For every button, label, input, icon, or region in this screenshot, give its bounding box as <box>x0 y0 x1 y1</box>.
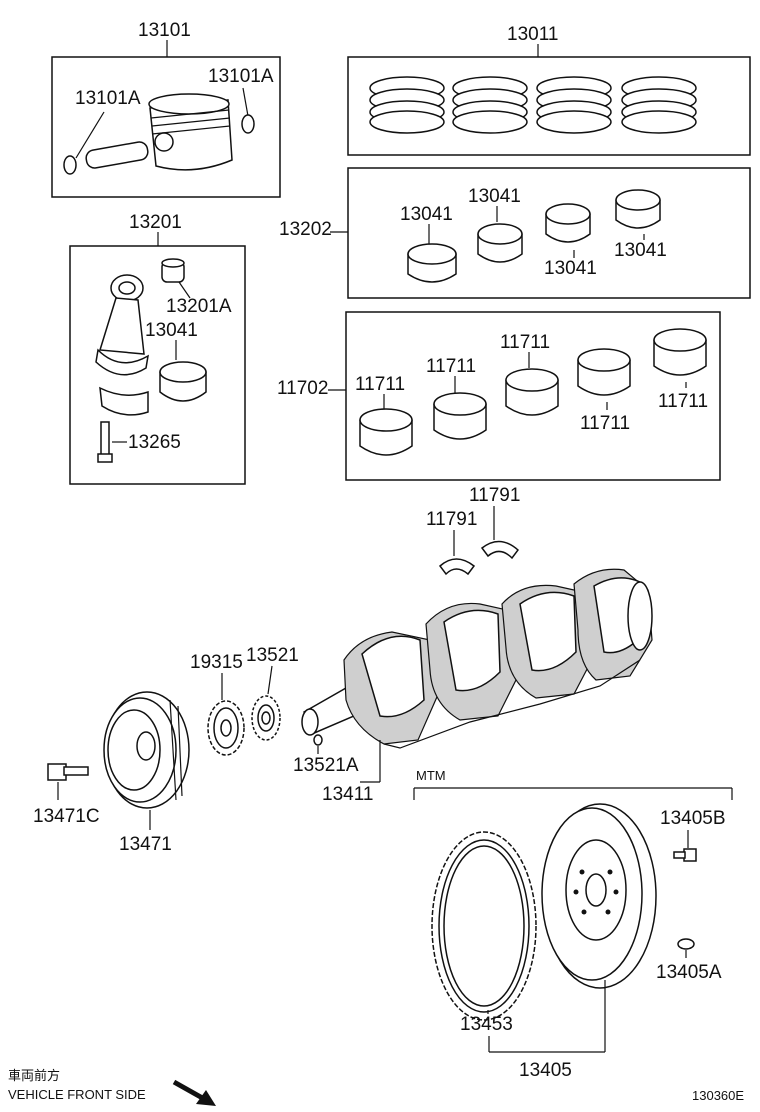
rod-bearing-set-label: 13202 <box>279 219 332 240</box>
crank-sprocket-leader <box>267 665 273 695</box>
thrust-washer-2-label: 11791 <box>469 485 520 506</box>
timing-sprocket-icon <box>207 700 245 756</box>
crank-pulley-icon <box>103 691 190 809</box>
pulley-bolt-icon <box>47 763 89 781</box>
ring-gear-icon <box>431 831 537 1021</box>
rod-bearing-in-rod-icon <box>159 361 207 402</box>
ring-stack-2-icon <box>452 76 528 134</box>
rod-bolt-label: 13265 <box>128 432 181 453</box>
flywheel-icon <box>541 803 657 989</box>
main-bearing-5-icon <box>653 328 707 376</box>
rod-bearing-in-rod-label: 13041 <box>145 320 198 341</box>
ring-stack-1-icon <box>369 76 445 134</box>
main-bearing-1-label: 11711 <box>355 374 405 395</box>
rod-set-box <box>69 245 246 485</box>
piston-set-box <box>51 56 281 198</box>
flywheel-group: MTM 13453 13405 13405B <box>413 768 733 1081</box>
thrust-washer-1-label: 11791 <box>426 509 477 530</box>
ring-set-group: 13011 <box>347 24 751 156</box>
main-bearing-set-box <box>345 311 721 481</box>
rod-bearing-3-label: 13041 <box>544 258 597 279</box>
main-bearing-set-label: 11702 <box>277 378 328 399</box>
main-bearing-set-group: 11702 11711 11711 11711 11711 <box>277 311 721 481</box>
pin-clip-left-label: 13101A <box>75 88 141 109</box>
thrust-washer-1-icon <box>438 558 476 576</box>
timing-sprocket-label: 19315 <box>190 652 243 673</box>
pulley-bolt-label: 13471C <box>33 806 100 827</box>
crank-key-icon <box>313 734 323 746</box>
rod-bearing-4-label: 13041 <box>614 240 667 261</box>
ring-set-label: 13011 <box>507 24 558 45</box>
rod-bearing-set-box <box>347 167 751 299</box>
main-bearing-4-label: 11711 <box>580 413 630 434</box>
crankshaft-icon <box>301 568 653 749</box>
thrust-washer-group: 11791 11791 <box>426 485 520 576</box>
rod-bearing-2-label: 13041 <box>468 186 521 207</box>
crankshaft-group: 13411 <box>301 568 653 805</box>
main-bearing-5-label: 11711 <box>658 391 708 412</box>
ring-set-box <box>347 56 751 156</box>
crank-sprocket-icon <box>251 695 281 741</box>
piston-set-label: 13101 <box>138 20 191 41</box>
crankshaft-label: 13411 <box>322 784 373 805</box>
pin-clip-left-icon <box>63 155 77 175</box>
front-direction-arrow-icon <box>172 1079 216 1106</box>
rod-set-group: 13201 13201A 13041 13265 <box>69 212 246 485</box>
pin-clip-right-label: 13101A <box>208 66 274 87</box>
rod-bearing-set-group: 13202 13041 13041 13041 13041 <box>279 167 751 299</box>
main-bearing-1-icon <box>359 408 413 456</box>
pin-clip-right-leader <box>242 87 249 117</box>
rod-bearing-3-icon <box>545 203 591 243</box>
connecting-rod-icon <box>95 274 149 416</box>
rod-bearing-1-icon <box>407 243 457 283</box>
main-bearing-3-icon <box>505 368 559 416</box>
flywheel-bolt-label: 13405B <box>660 808 726 829</box>
rod-bushing-label: 13201A <box>166 296 232 317</box>
rod-bearing-2-icon <box>477 223 523 263</box>
main-bearing-3-label: 11711 <box>500 332 550 353</box>
rod-bushing-icon <box>161 258 185 283</box>
crank-sprocket-label: 13521 <box>246 645 299 666</box>
main-bearing-2-label: 11711 <box>426 356 476 377</box>
crank-pulley-label: 13471 <box>119 834 172 855</box>
rod-bolt-icon <box>97 421 113 463</box>
flywheel-bolt-icon <box>673 848 697 862</box>
rod-bearing-4-icon <box>615 189 661 229</box>
mtm-label: MTM <box>416 768 446 783</box>
front-components-group: 19315 13521 13521A 13471 <box>33 645 359 855</box>
piston-pin-icon <box>85 141 149 169</box>
piston-icon <box>148 93 233 171</box>
crank-key-label: 13521A <box>293 755 359 776</box>
rod-set-label: 13201 <box>129 212 182 233</box>
pin-clip-left-leader <box>75 111 105 159</box>
front-side-en-label: VEHICLE FRONT SIDE <box>8 1087 146 1102</box>
main-bearing-2-icon <box>433 392 487 440</box>
ring-stack-3-icon <box>536 76 612 134</box>
ring-gear-label: 13453 <box>460 1014 513 1035</box>
figure-id-label: 130360E <box>692 1088 744 1103</box>
front-side-jp-label: 車両前方 <box>8 1068 60 1083</box>
flywheel-label: 13405 <box>519 1060 572 1081</box>
main-bearing-4-icon <box>577 348 631 396</box>
flywheel-washer-label: 13405A <box>656 962 722 983</box>
rod-bearing-1-label: 13041 <box>400 204 453 225</box>
flywheel-washer-icon <box>677 938 695 950</box>
ring-stack-4-icon <box>621 76 697 134</box>
thrust-washer-2-icon <box>480 540 520 560</box>
rod-bushing-leader <box>178 281 191 299</box>
footer-notes: 車両前方 VEHICLE FRONT SIDE 130360E <box>8 1068 744 1106</box>
pin-clip-right-icon <box>241 114 255 134</box>
piston-set-group: 13101 13101A 13101A <box>51 20 281 198</box>
